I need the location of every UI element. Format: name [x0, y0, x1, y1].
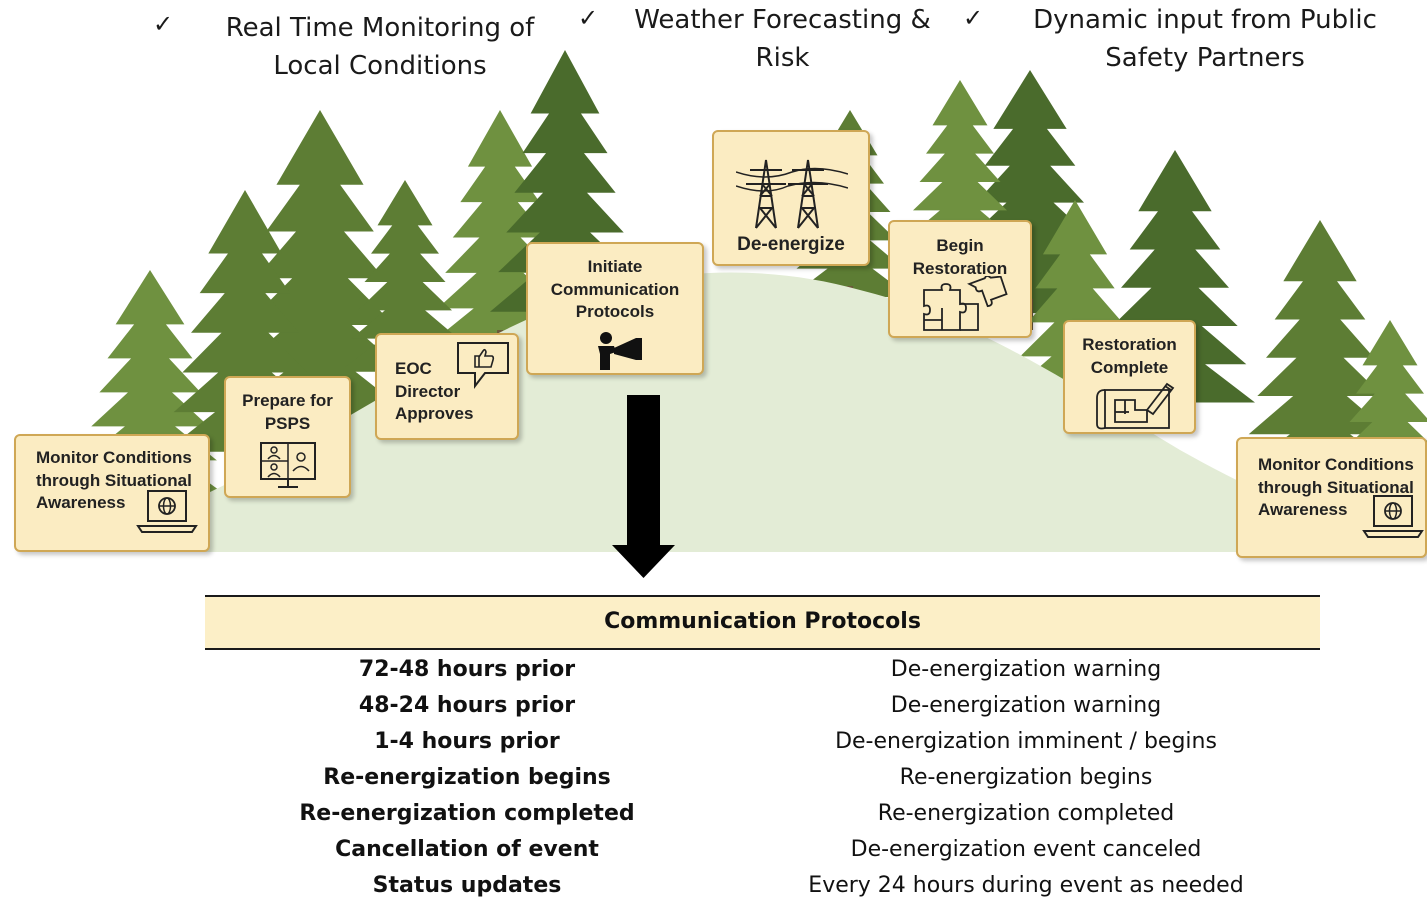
transmission-towers-icon	[736, 159, 848, 229]
protocol-action: Every 24 hours during event as needed	[808, 873, 1244, 898]
step-monitor-conditions-start: Monitor Conditions through Situational A…	[14, 434, 210, 552]
protocol-timing: Status updates	[372, 873, 562, 898]
pine-tree	[1240, 220, 1400, 473]
laptop-globe-icon	[136, 490, 198, 533]
criteria-real-time-monitoring: Real Time Monitoring of Local Conditions	[225, 13, 535, 81]
protocol-timing: Re-energization completed	[299, 801, 635, 826]
blueprint-pencil-icon	[1096, 382, 1175, 430]
criteria-weather-forecasting: Weather Forecasting & Risk	[634, 5, 931, 73]
step-eoc-director-approves: EOC Director Approves	[375, 333, 519, 440]
laptop-globe-icon	[1362, 495, 1424, 538]
step-label: Initiate Communication Protocols	[550, 257, 680, 321]
step-begin-restoration: Begin Restoration	[888, 220, 1032, 338]
protocol-action: De-energization imminent / begins	[835, 729, 1217, 754]
protocols-table-title: Communication Protocols	[205, 595, 1320, 650]
thumbs-up-speech-icon	[457, 342, 509, 389]
step-label: Monitor Conditions through Situational A…	[36, 448, 192, 512]
protocol-action: De-energization event canceled	[850, 837, 1202, 862]
criteria-public-safety-partners: Dynamic input from Public Safety Partner…	[1033, 5, 1377, 73]
down-arrow	[612, 395, 675, 578]
protocol-timing: Re-energization begins	[323, 765, 611, 790]
megaphone-person-icon	[598, 332, 642, 370]
protocol-action: De-energization warning	[890, 657, 1162, 682]
step-label: Begin Restoration	[912, 236, 1008, 278]
forest-hill-scene	[50, 50, 1427, 578]
step-label: Monitor Conditions through Situational A…	[1258, 455, 1414, 519]
step-monitor-conditions-end: Monitor Conditions through Situational A…	[1236, 437, 1427, 558]
protocol-action: De-energization warning	[890, 693, 1162, 718]
protocol-timing: Cancellation of event	[335, 837, 599, 862]
protocol-action: Re-energization completed	[877, 801, 1175, 826]
step-label: De-energize	[737, 234, 845, 255]
protocol-timing: 1-4 hours prior	[374, 729, 560, 754]
pine-tree	[345, 180, 465, 367]
puzzle-pieces-icon	[923, 276, 1008, 331]
criteria-check-2: ✓	[578, 4, 599, 32]
protocol-action: Re-energization begins	[899, 765, 1153, 790]
hill	[50, 272, 1427, 552]
protocol-timing: 48-24 hours prior	[358, 693, 576, 718]
step-initiate-communication-protocols: Initiate Communication Protocols	[526, 242, 704, 375]
protocol-timing: 72-48 hours prior	[358, 657, 576, 682]
criteria-check-1: ✓	[153, 10, 174, 38]
step-de-energize: De-energize	[712, 130, 870, 266]
criteria-check-3: ✓	[963, 4, 984, 32]
step-label: Restoration Complete	[1082, 335, 1177, 377]
step-label: EOC Director Approves	[395, 359, 474, 423]
video-conference-icon	[260, 442, 316, 488]
step-restoration-complete: Restoration Complete	[1063, 320, 1196, 434]
step-prepare-for-psps: Prepare for PSPS	[224, 376, 351, 498]
step-label: Prepare for PSPS	[242, 391, 333, 433]
